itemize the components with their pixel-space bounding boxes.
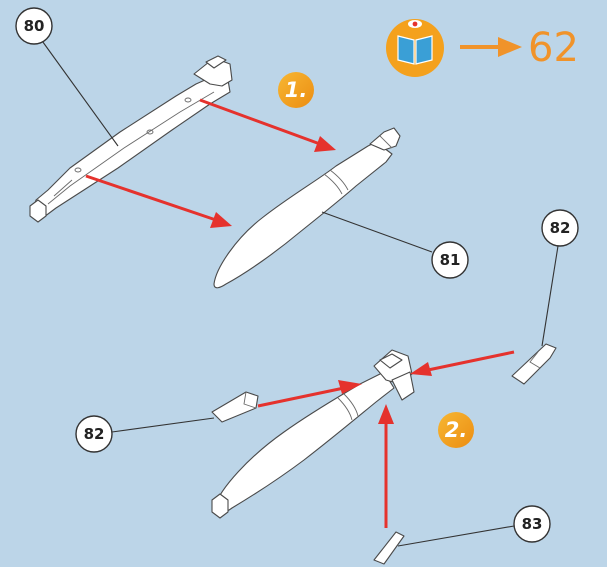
page-reference: 62 (386, 19, 579, 77)
arrow-83-to-fin (378, 404, 394, 528)
arrow-82-left-to-fin (257, 380, 362, 408)
step-2-badge: 2. (438, 412, 474, 448)
callout-83: 83 (397, 505, 551, 547)
part-82-left (211, 391, 259, 423)
step-1-badge: 1. (278, 72, 314, 108)
page-reference-number: 62 (528, 25, 579, 71)
callout-82-left-label: 82 (84, 425, 105, 443)
assembled-bomb (211, 349, 415, 519)
part-82-right (511, 343, 557, 385)
callout-82-right-label: 82 (550, 219, 571, 237)
callout-82-right: 82 (541, 209, 579, 347)
step-1-label: 1. (285, 78, 308, 102)
arrow-80-to-81-upper (199, 98, 336, 152)
callout-81: 81 (321, 211, 469, 279)
callout-81-label: 81 (440, 251, 461, 269)
step-2-label: 2. (445, 418, 468, 442)
callout-80-label: 80 (24, 17, 45, 35)
book-eye-icon (386, 19, 444, 77)
part-81-bomb-body (213, 127, 401, 289)
arrow-80-to-81-lower (85, 174, 232, 228)
callout-83-label: 83 (522, 515, 543, 533)
callout-80: 80 (15, 7, 119, 147)
part-80-bomb-half (29, 55, 233, 223)
part-83 (373, 531, 405, 565)
callout-82-left: 82 (75, 415, 215, 453)
arrow-82-right-to-fin (410, 350, 515, 376)
